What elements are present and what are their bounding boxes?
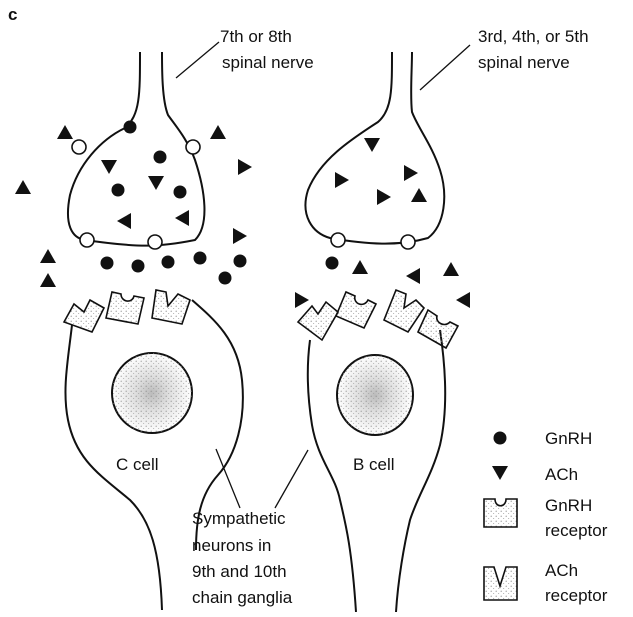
svg-text:GnRH: GnRH: [545, 496, 592, 515]
svg-text:receptor: receptor: [545, 521, 608, 540]
svg-text:receptor: receptor: [545, 586, 608, 605]
panel-label: c: [8, 5, 17, 24]
ach-receptor-icon: [484, 567, 517, 600]
svg-text:spinal nerve: spinal nerve: [478, 53, 570, 72]
c-cell-label: C cell: [116, 455, 159, 474]
right-nerve-label: 3rd, 4th, or 5th spinal nerve: [478, 27, 589, 72]
legend-ach-receptor: ACh receptor: [484, 561, 608, 605]
svg-text:7th or 8th: 7th or 8th: [220, 27, 292, 46]
left-receptors: [64, 290, 190, 332]
svg-text:3rd, 4th, or 5th: 3rd, 4th, or 5th: [478, 27, 589, 46]
svg-text:9th and 10th: 9th and 10th: [192, 562, 287, 581]
svg-text:chain ganglia: chain ganglia: [192, 588, 293, 607]
gnrh-dot-icon: [494, 432, 507, 445]
svg-text:spinal nerve: spinal nerve: [222, 53, 314, 72]
svg-text:ACh: ACh: [545, 465, 578, 484]
svg-text:neurons in: neurons in: [192, 536, 271, 555]
left-nerve-label: 7th or 8th spinal nerve: [220, 27, 314, 72]
svg-text:GnRH: GnRH: [545, 429, 592, 448]
gnrh-receptor-icon: [484, 499, 517, 527]
svg-text:ACh: ACh: [545, 561, 578, 580]
right-receptors: [298, 290, 458, 348]
b-cell-nucleus: [337, 355, 413, 435]
svg-text:Sympathetic: Sympathetic: [192, 509, 286, 528]
right-release-sites: [331, 233, 415, 249]
legend-gnrh-receptor: GnRH receptor: [484, 496, 608, 540]
legend: GnRH ACh GnRH receptor ACh receptor: [484, 429, 608, 605]
ach-triangle-icon: [492, 466, 508, 480]
legend-ach: ACh: [492, 465, 578, 484]
gnrh-molecules: [101, 121, 339, 285]
right-nerve-terminal: [305, 52, 444, 244]
b-cell-label: B cell: [353, 455, 395, 474]
c-cell-nucleus: [112, 353, 192, 433]
neurons-caption: Sympathetic neurons in 9th and 10th chai…: [192, 509, 293, 607]
legend-gnrh: GnRH: [494, 429, 593, 448]
